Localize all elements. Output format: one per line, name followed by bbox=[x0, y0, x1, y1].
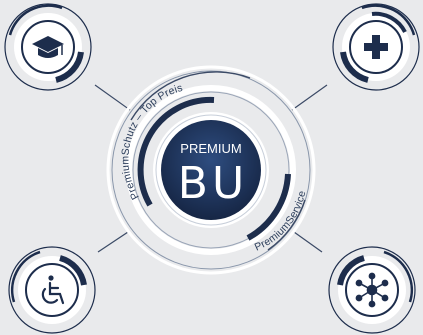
badge-halo-line bbox=[155, 114, 267, 226]
node-health-thick-arc-top bbox=[371, 11, 407, 33]
center-outer-arc-top bbox=[130, 71, 251, 121]
node-education bbox=[4, 3, 92, 91]
node-health-thick-arc bbox=[340, 51, 369, 83]
node-health-outer-ring bbox=[332, 3, 420, 91]
badge-label-top: PREMIUM bbox=[180, 141, 241, 156]
node-network-arc bbox=[383, 250, 414, 303]
connector-lines bbox=[94, 84, 328, 253]
center-arc-right bbox=[246, 173, 291, 241]
wheelchair-icon bbox=[41, 275, 65, 305]
node-disability-outer-ring bbox=[8, 246, 96, 334]
node-network-thick-arc bbox=[337, 255, 365, 286]
center-mid-ring bbox=[126, 85, 296, 255]
center-hub: PREMIUM BU PremiumSchutz – Top Preis Pre… bbox=[106, 65, 316, 275]
connector-line-education bbox=[94, 84, 131, 111]
node-health bbox=[332, 3, 420, 91]
node-education-thick-arc bbox=[55, 51, 84, 83]
node-disability-thick-arc bbox=[59, 255, 87, 286]
center-outer-ring bbox=[106, 65, 316, 275]
badge-label-main: BU bbox=[178, 158, 248, 209]
network-hub-icon bbox=[355, 272, 389, 308]
premium-bu-badge bbox=[161, 120, 261, 220]
node-network-outer-ring bbox=[328, 246, 416, 334]
center-outer-arc-right bbox=[267, 199, 306, 251]
node-disability-inner bbox=[25, 263, 79, 317]
node-health-arc bbox=[361, 4, 416, 36]
center-outer-ring-line bbox=[111, 70, 311, 270]
plus-cross-icon bbox=[364, 35, 388, 59]
node-network bbox=[328, 246, 416, 334]
node-education-outer-ring bbox=[4, 3, 92, 91]
center-arc-left bbox=[137, 96, 215, 207]
connector-line-disability bbox=[97, 231, 129, 253]
connector-line-network bbox=[293, 231, 323, 253]
node-disability-arc bbox=[10, 250, 41, 303]
node-disability bbox=[8, 246, 96, 334]
center-mid-ring-line bbox=[132, 91, 290, 249]
connector-line-health bbox=[291, 84, 328, 111]
node-education-arc bbox=[8, 4, 63, 36]
graduation-cap-icon bbox=[32, 36, 64, 58]
